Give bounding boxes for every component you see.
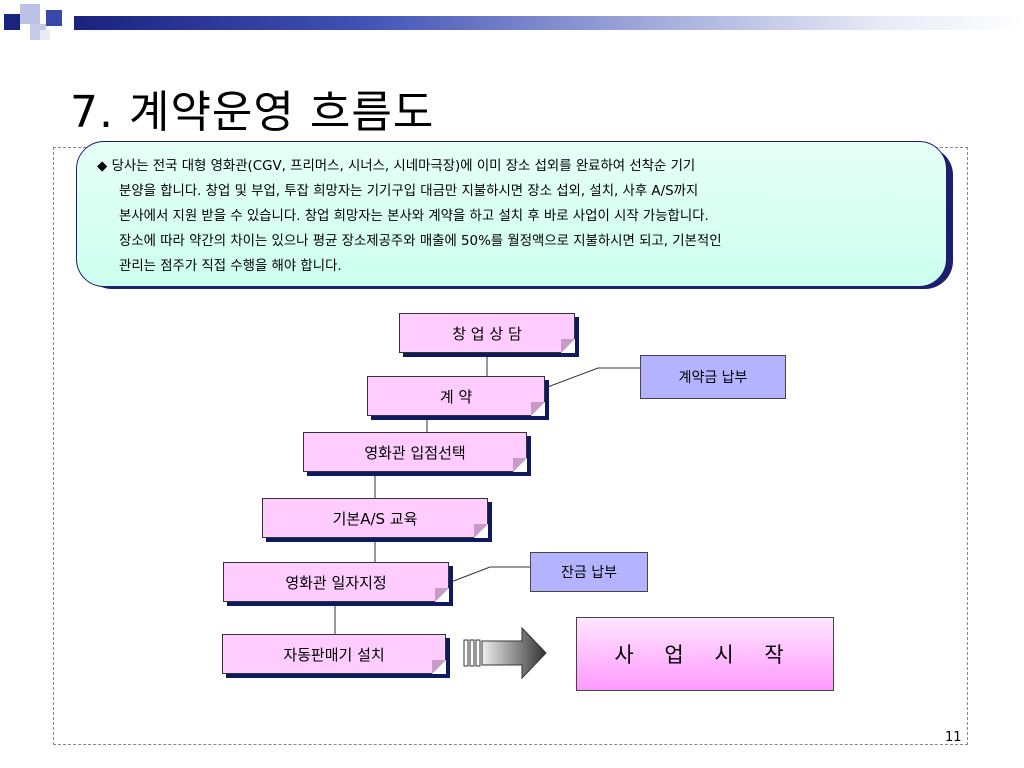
page-number: 11	[945, 730, 962, 745]
start-business-box: 사 업 시 작	[576, 617, 834, 691]
callout-deposit-payment: 계약금 납부	[640, 355, 786, 399]
callout-deposit-leader	[544, 367, 640, 389]
step-theater-selection: 영화관 입점선택	[303, 432, 527, 472]
note-line-1: ◆ 당사는 전국 대형 영화관(CGV, 프리머스, 시너스, 시네마극장)에 …	[97, 159, 696, 174]
step-as-training: 기본A/S 교육	[262, 498, 488, 538]
title-band	[74, 16, 1024, 30]
description-note: ◆ 당사는 전국 대형 영화관(CGV, 프리머스, 시너스, 시네마극장)에 …	[76, 141, 947, 287]
header-decoration	[0, 0, 80, 50]
note-line-5: 관리는 점주가 직접 수행을 해야 합니다.	[119, 259, 342, 274]
bullet-icon: ◆	[97, 159, 108, 174]
note-line-2: 분양을 합니다. 창업 및 부업, 투잡 희망자는 기기구입 대금만 지불하시면…	[119, 184, 699, 199]
step-contract: 계 약	[367, 376, 545, 416]
note-line-4: 장소에 따라 약간의 차이는 있으나 평균 장소제공주와 매출에 50%를 월정…	[119, 234, 722, 249]
arrow-icon	[463, 626, 547, 680]
note-line-3: 본사에서 지원 받을 수 있습니다. 창업 희망자는 본사와 계약을 하고 설치…	[119, 209, 709, 224]
callout-balance-leader	[450, 566, 530, 583]
step-consultation: 창 업 상 담	[399, 313, 575, 353]
page-title: 7. 계약운영 흐름도	[70, 87, 435, 138]
step-vending-installation: 자동판매기 설치	[222, 634, 446, 674]
callout-balance-payment: 잔금 납부	[530, 552, 648, 592]
step-date-scheduling: 영화관 일자지정	[223, 562, 449, 602]
